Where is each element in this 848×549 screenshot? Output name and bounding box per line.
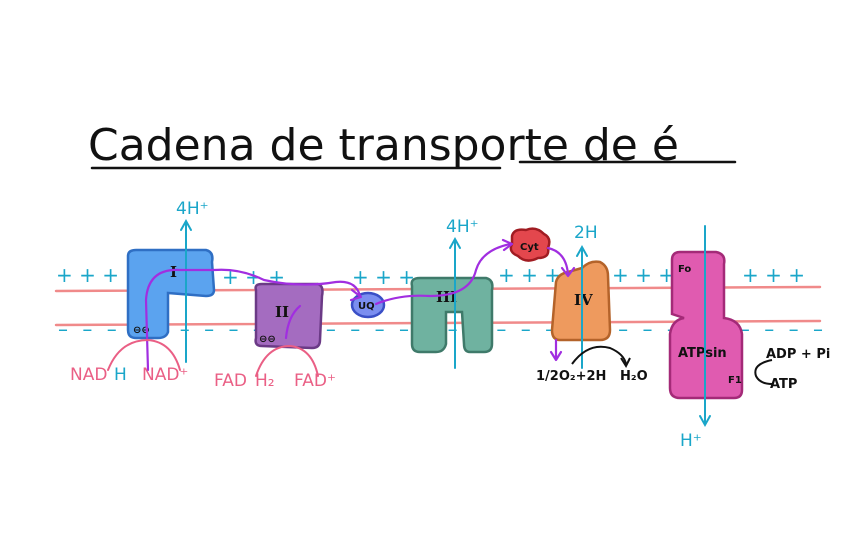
substrate-arcs xyxy=(107,338,319,377)
intermembrane-charges-6: + + + xyxy=(742,263,805,287)
atp-synthase-label: ATPsin xyxy=(678,346,727,361)
complex-i-label: I xyxy=(170,263,177,281)
protons-atp-synthase: H⁺ xyxy=(680,431,702,451)
nadh-label-h: H xyxy=(114,365,127,385)
atp-label: ATP xyxy=(770,377,797,392)
water-label: H₂O xyxy=(620,369,648,384)
adp-label: ADP + Pi xyxy=(766,347,830,362)
complex-ii: II ⊖⊖ xyxy=(254,282,324,350)
intermembrane-charges-1: + + + xyxy=(56,263,119,287)
complex-i: I ⊖⊖ xyxy=(126,248,216,340)
oxygen-label: 1/2O₂+2H xyxy=(536,369,606,384)
water-arrow xyxy=(571,345,627,365)
ubiquinone: UQ xyxy=(350,291,386,319)
protons-complex-iv: 2H xyxy=(574,223,598,243)
ubiquinone-label: UQ xyxy=(358,301,375,312)
complex-i-electrons: ⊖⊖ xyxy=(133,325,150,336)
proton-arrows xyxy=(180,218,711,428)
intermembrane-charges-4: + + + xyxy=(498,263,561,287)
complex-ii-label: II xyxy=(275,303,289,321)
page-title: Cadena de transporte de é xyxy=(88,120,679,171)
intermembrane-charges-3: + + + xyxy=(352,265,415,289)
atp-synthase-f1-label: F1 xyxy=(728,375,742,386)
complex-iv-label: IV xyxy=(574,291,593,309)
nad-label: NAD⁺ xyxy=(142,365,188,385)
fadh2-label-h2: H₂ xyxy=(255,371,275,391)
nadh-label-prefix: NAD xyxy=(70,365,107,385)
protons-complex-i: 4H⁺ xyxy=(176,199,209,219)
adp-atp-brace xyxy=(754,359,773,385)
protons-complex-iii: 4H⁺ xyxy=(446,217,479,237)
electron-path xyxy=(144,238,576,372)
water-arrowhead xyxy=(620,357,631,369)
complex-iii-label: III xyxy=(436,288,457,306)
complex-ii-electrons: ⊖⊖ xyxy=(259,334,276,345)
cytochrome-c: Cyt xyxy=(509,227,551,262)
fadh2-label-prefix: FAD xyxy=(214,371,247,391)
atp-synthase-fo-label: Fo xyxy=(678,264,691,275)
fad-label: FAD⁺ xyxy=(294,371,336,391)
intermembrane-charges-5: + + + xyxy=(612,263,675,287)
cytochrome-c-label: Cyt xyxy=(520,242,539,253)
